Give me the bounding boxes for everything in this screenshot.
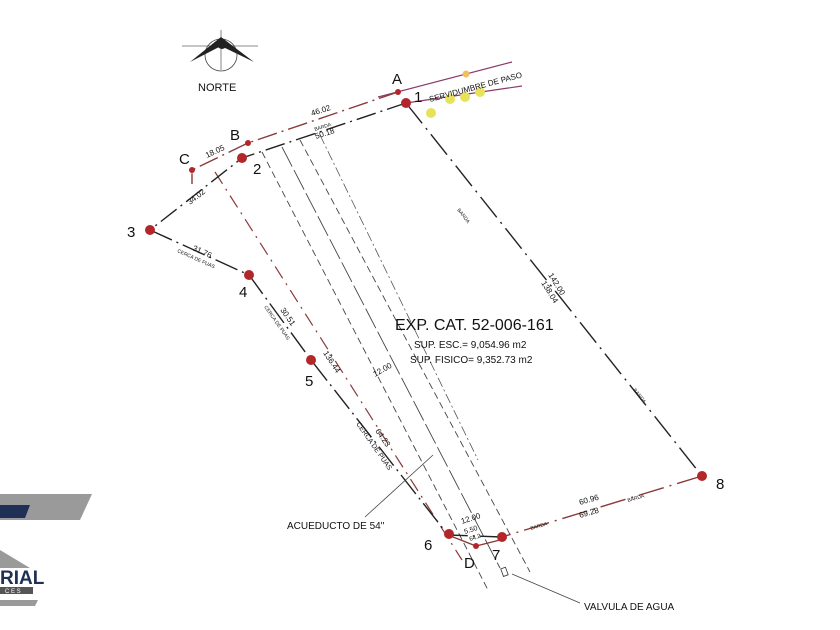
measure-c-3: 34.02 [186,187,208,207]
point-3-marker [145,225,155,235]
measure-7-8-b: 69.28 [578,506,600,520]
measure-strip: 136.44 [321,349,342,375]
point-3-label: 3 [127,224,135,241]
point-8-label: 8 [716,476,724,493]
logo-text: RIAL [0,568,45,589]
valve-label: VALVULA DE AGUA [584,602,675,613]
point-C-marker [189,167,195,173]
point-1-label: 1 [414,89,422,106]
point-2-label: 2 [253,161,261,178]
north-arrow-icon [182,30,258,72]
physical-area: SUP. FISICO= 9,352.73 m2 [410,355,533,366]
company-logo: RIAL C E S [0,494,92,606]
north-label: NORTE [198,82,236,94]
measure-d-7-b: 64.2 [469,533,483,543]
point-4-label: 4 [239,284,247,301]
point-5-label: 5 [305,373,313,390]
cadastral-number: EXP. CAT. 52-006-161 [395,317,554,334]
point-6-marker [444,529,454,539]
barda-note: BARDA [530,521,549,532]
aqueduct-label: ACUEDUCTO DE 54" [287,521,385,532]
measure-7-8-a: 60.96 [578,493,600,507]
tree-icon [475,87,485,97]
barda-note: BARDA [455,208,471,226]
point-4-marker [244,270,254,280]
barda-note: BARDA [314,122,333,133]
valve-leader [511,573,581,604]
easement-label: SERVIDUMBRE DE PASO [428,70,523,103]
measure-d-7: 5.50 [463,525,478,536]
measure-aqueduct-width-2: 12.00 [460,511,482,526]
point-D-label: D [464,555,475,572]
point-7-marker [497,532,507,542]
measure-aqueduct-width: 12.00 [372,361,394,379]
point-1-marker [401,98,411,108]
point-6-label: 6 [424,537,432,554]
point-B-label: B [230,127,240,144]
point-5-marker [306,355,316,365]
point-8-marker [697,471,707,481]
point-C-label: C [179,151,190,168]
point-D-marker [473,543,479,549]
point-A-label: A [392,71,402,88]
deed-area: SUP. ESC.= 9,054.96 m2 [414,340,527,351]
tree-icon [426,108,436,118]
barda-note: BARDA [631,388,647,406]
point-7-label: 7 [492,547,500,564]
valve-icon [500,566,509,577]
tree-icon [460,92,470,102]
point-2-marker [237,153,247,163]
point-A-marker [395,89,401,95]
point-B-marker [245,140,251,146]
logo-subtext: C E S [5,589,21,595]
tree-icon [445,94,455,104]
aqueduct-leader [364,454,434,518]
aqueduct-corridor [214,134,531,591]
tree-icon [462,70,470,78]
measure-b-c: 18.05 [204,143,226,160]
barda-note: BARDA [627,493,646,504]
